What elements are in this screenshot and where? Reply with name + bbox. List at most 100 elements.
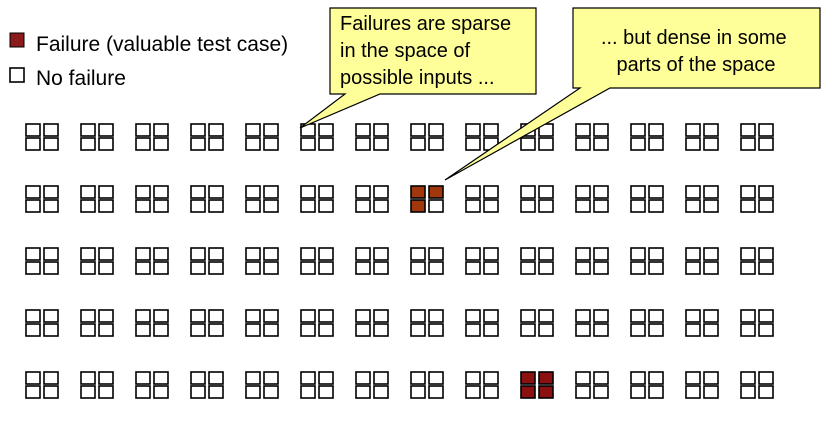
callout-dense-line-1: ... but dense in some — [601, 27, 787, 49]
no-failure-cell — [300, 385, 316, 399]
no-failure-cell — [153, 185, 169, 199]
no-failure-cell — [758, 261, 774, 275]
no-failure-cell — [318, 261, 334, 275]
no-failure-cell — [465, 323, 481, 337]
no-failure-cell — [318, 309, 334, 323]
no-failure-cell — [208, 371, 224, 385]
no-failure-cell — [465, 185, 481, 199]
no-failure-cell — [758, 247, 774, 261]
no-failure-cell — [153, 123, 169, 137]
no-failure-cell — [575, 199, 591, 213]
no-failure-cell — [703, 309, 719, 323]
no-failure-cell — [190, 137, 206, 151]
no-failure-cell — [190, 309, 206, 323]
legend-failure-swatch — [9, 32, 25, 48]
no-failure-cell — [263, 385, 279, 399]
no-failure-cell — [98, 385, 114, 399]
callout-dense-text: ... but dense in some parts of the space — [601, 27, 791, 76]
no-failure-cell — [373, 323, 389, 337]
no-failure-cell — [373, 309, 389, 323]
no-failure-cell — [428, 309, 444, 323]
no-failure-cell — [25, 185, 41, 199]
no-failure-cell — [740, 247, 756, 261]
no-failure-cell — [43, 137, 59, 151]
no-failure-cell — [593, 185, 609, 199]
no-failure-cell — [410, 261, 426, 275]
no-failure-cell — [25, 385, 41, 399]
no-failure-cell — [300, 199, 316, 213]
no-failure-cell — [80, 137, 96, 151]
no-failure-cell — [593, 261, 609, 275]
no-failure-cell — [538, 309, 554, 323]
no-failure-cell — [648, 137, 664, 151]
no-failure-cell — [648, 385, 664, 399]
no-failure-cell — [355, 199, 371, 213]
no-failure-cell — [465, 371, 481, 385]
failure-cell — [538, 385, 554, 399]
no-failure-cell — [740, 323, 756, 337]
no-failure-cell — [300, 323, 316, 337]
no-failure-cell — [630, 247, 646, 261]
no-failure-cell — [740, 199, 756, 213]
no-failure-cell — [245, 185, 261, 199]
legend: Failure (valuable test case) No failure — [9, 32, 288, 90]
no-failure-cell — [98, 185, 114, 199]
no-failure-cell — [373, 385, 389, 399]
no-failure-cell — [428, 371, 444, 385]
no-failure-cell — [685, 123, 701, 137]
no-failure-cell — [80, 185, 96, 199]
no-failure-cell — [648, 247, 664, 261]
legend-failure-label: Failure (valuable test case) — [36, 33, 288, 56]
no-failure-cell — [593, 247, 609, 261]
no-failure-cell — [630, 185, 646, 199]
no-failure-cell — [593, 385, 609, 399]
no-failure-cell — [25, 199, 41, 213]
no-failure-cell — [80, 309, 96, 323]
no-failure-cell — [43, 309, 59, 323]
no-failure-cell — [43, 247, 59, 261]
no-failure-cell — [355, 309, 371, 323]
no-failure-cell — [98, 323, 114, 337]
no-failure-cell — [245, 123, 261, 137]
no-failure-cell — [740, 185, 756, 199]
failure-cell — [410, 199, 426, 213]
no-failure-cell — [648, 261, 664, 275]
no-failure-cell — [25, 371, 41, 385]
no-failure-cell — [80, 385, 96, 399]
no-failure-cell — [318, 185, 334, 199]
no-failure-cell — [153, 309, 169, 323]
no-failure-cell — [575, 261, 591, 275]
no-failure-cell — [135, 185, 151, 199]
no-failure-cell — [153, 137, 169, 151]
no-failure-cell — [685, 323, 701, 337]
no-failure-cell — [318, 123, 334, 137]
no-failure-cell — [465, 137, 481, 151]
callout-dense-bubble — [444, 7, 821, 181]
no-failure-cell — [245, 261, 261, 275]
no-failure-cell — [190, 323, 206, 337]
no-failure-cell — [318, 371, 334, 385]
no-failure-cell — [135, 371, 151, 385]
no-failure-cell — [648, 371, 664, 385]
no-failure-cell — [428, 261, 444, 275]
no-failure-cell — [428, 323, 444, 337]
no-failure-cell — [25, 323, 41, 337]
no-failure-cell — [648, 185, 664, 199]
no-failure-cell — [300, 261, 316, 275]
legend-no-failure-swatch — [9, 67, 25, 83]
no-failure-cell — [355, 261, 371, 275]
no-failure-cell — [685, 261, 701, 275]
no-failure-cell — [153, 323, 169, 337]
no-failure-cell — [373, 185, 389, 199]
no-failure-cell — [355, 137, 371, 151]
no-failure-cell — [483, 371, 499, 385]
no-failure-cell — [575, 309, 591, 323]
no-failure-cell — [300, 137, 316, 151]
no-failure-cell — [538, 261, 554, 275]
no-failure-cell — [575, 247, 591, 261]
no-failure-cell — [300, 185, 316, 199]
no-failure-cell — [520, 199, 536, 213]
no-failure-cell — [483, 123, 499, 137]
no-failure-cell — [373, 247, 389, 261]
